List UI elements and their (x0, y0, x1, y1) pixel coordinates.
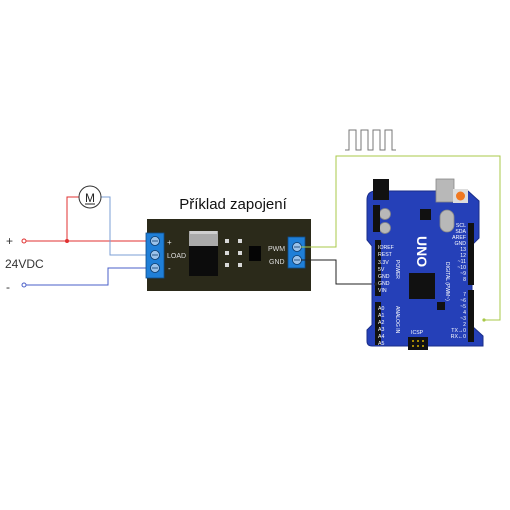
usb-connector (435, 178, 455, 203)
arduino-uno: UNO IOREF REST 3.3V 5V GND GND VIN POWER… (366, 178, 484, 350)
signal-screw-pwm (292, 242, 302, 252)
digital-header-bottom (468, 290, 474, 342)
motor-label: M (85, 191, 95, 205)
pwm-waveform-icon (345, 129, 396, 151)
digital-pin-aref: AREF (452, 235, 466, 241)
smd-part-2 (238, 239, 242, 243)
motor-return-wire (100, 196, 155, 256)
analog-pin-a0: A0 (378, 306, 384, 312)
usb-chip (420, 209, 431, 220)
pwm-pin-label: PWM (268, 246, 285, 253)
analog-pin-a2: A2 (378, 320, 384, 326)
supply-plus-label: + (6, 234, 13, 248)
supply-minus-terminal (21, 282, 27, 288)
positive-junction (65, 239, 69, 243)
digital-pin-5: ~5 (460, 304, 466, 310)
digital-pin-12: 12 (460, 253, 466, 259)
digital-pin-13: 13 (460, 247, 466, 253)
power-pin-gnd-2: GND (378, 281, 390, 287)
digital-pin-4: 4 (463, 310, 466, 316)
gnd-pin-label: GND (269, 259, 285, 266)
crystal-oscillator (439, 209, 455, 233)
digital-pin-10: ~10 (457, 265, 466, 271)
power-pin-vin: VIN (378, 288, 387, 294)
reset-button-cap (456, 191, 465, 201)
power-pin-gnd-1: GND (378, 274, 390, 280)
mosfet-chip (189, 231, 218, 276)
mosfet-module: + LOAD - PWM GND (145, 219, 311, 291)
power-pin-rest: REST (378, 252, 393, 258)
analog-pin-a4: A4 (378, 334, 384, 340)
smd-part-6 (238, 263, 242, 267)
driver-chip (249, 246, 261, 261)
digital-pin-8: 8 (463, 277, 466, 283)
power-header (375, 240, 381, 296)
power-header-title: POWER (394, 260, 400, 279)
pwm-wire (301, 155, 501, 321)
supply-voltage-label: 24VDC (5, 257, 44, 271)
arduino-board (366, 190, 484, 347)
load-screw-1 (150, 236, 160, 246)
supply-minus-label: - (6, 280, 10, 294)
smd-part-5 (225, 263, 229, 267)
signal-screw-gnd (292, 255, 302, 265)
analog-pin-a3: A3 (378, 327, 384, 333)
digital-pin-9: ~9 (460, 271, 466, 277)
digital-pin-6: ~6 (460, 298, 466, 304)
analog-header (375, 302, 381, 345)
load-label: LOAD (167, 253, 186, 260)
motor-positive-wire (66, 196, 80, 241)
digital-pin-rx: RX←0 (451, 334, 466, 340)
analog-pin-a5: A5 (378, 341, 384, 347)
power-jack (373, 179, 389, 200)
digital-pin-2: 2 (463, 322, 466, 328)
gnd-wire (301, 259, 376, 285)
analog-header-title: ANALOG IN (394, 306, 400, 334)
microcontroller-chip (409, 273, 435, 299)
power-pin-3v3: 3.3V (378, 260, 389, 266)
smd-part-4 (238, 251, 242, 255)
supply-plus-terminal (21, 238, 27, 244)
digital-pin-7: 7 (463, 292, 466, 298)
capacitor-1 (379, 208, 391, 220)
icsp-label: ICSP (411, 330, 424, 336)
diagram-title: Příklad zapojení (179, 196, 287, 213)
power-pin-5v: 5V (378, 267, 385, 273)
smd-part-3 (225, 251, 229, 255)
small-ic (437, 302, 445, 310)
digital-pin-tx: TX→0 (451, 328, 466, 334)
pwm-wire-endpoint (482, 318, 486, 322)
load-minus-label: - (168, 264, 171, 273)
digital-pin-sda: SDA (455, 229, 466, 235)
digital-pin-scl: SCL (456, 223, 466, 229)
voltage-regulator (373, 205, 380, 232)
load-screw-2 (150, 250, 160, 260)
negative-wire (26, 267, 155, 286)
digital-pin-11: ~11 (458, 259, 467, 265)
digital-header-top (468, 223, 474, 285)
gnd-wire-endpoint (374, 282, 378, 286)
capacitor-2 (379, 222, 391, 234)
icsp-header (408, 337, 428, 350)
digital-pin-3: ~3 (460, 316, 466, 322)
digital-pin-gnd: GND (454, 241, 466, 247)
analog-pin-a1: A1 (378, 313, 384, 319)
load-plus-label: + (167, 238, 172, 247)
digital-header-title: DIGITAL (PWM~) (444, 262, 450, 301)
load-screw-3 (150, 263, 160, 273)
smd-part-1 (225, 239, 229, 243)
power-pin-ioref: IOREF (378, 245, 394, 251)
board-model-label: UNO (414, 236, 430, 267)
motor-symbol: M (78, 185, 102, 209)
